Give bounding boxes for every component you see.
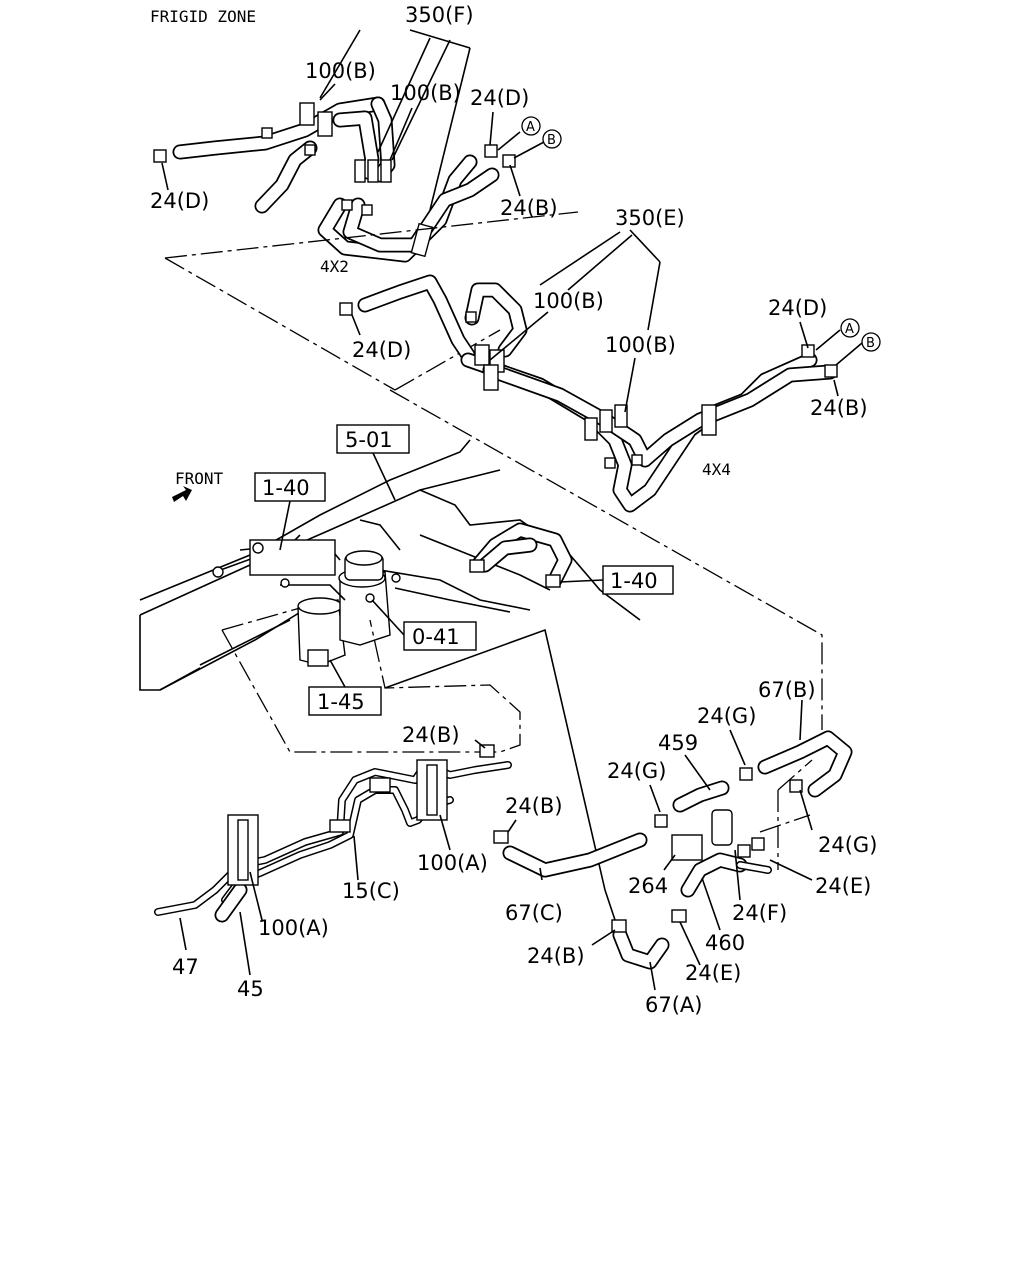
callout-15-c: 15(C) <box>342 879 400 903</box>
callout-24-d-4: 24(D) <box>352 338 411 362</box>
svg-text:B: B <box>547 133 556 148</box>
callout-24-d-3: 24(D) <box>768 296 827 320</box>
callout-24-b-4: 24(B) <box>505 794 563 818</box>
bottom-hose-assembly <box>154 730 853 970</box>
callout-100-b-4: 100(B) <box>605 333 676 357</box>
ref-box-5-01 <box>336 424 410 454</box>
callout-47: 47 <box>172 955 199 979</box>
svg-text:1-40: 1-40 <box>610 569 658 593</box>
variant-4x4-label: 4X4 <box>702 460 731 479</box>
ref-box-1-40-right <box>602 565 674 595</box>
callout-100-a-1: 100(A) <box>417 851 488 875</box>
front-label: FRONT <box>175 469 224 488</box>
ref-box-1-40-left <box>254 472 326 502</box>
svg-text:5-01: 5-01 <box>345 428 393 452</box>
callout-24-g-2: 24(G) <box>607 759 666 783</box>
svg-text:0-41: 0-41 <box>412 625 460 649</box>
callout-100-b-3: 100(B) <box>533 289 604 313</box>
svg-text:A: A <box>526 120 535 135</box>
zone-title: FRIGID ZONE <box>150 7 256 26</box>
callout-24-b-5: 24(B) <box>527 944 585 968</box>
connector-a-icon-2 <box>840 318 860 338</box>
hose-assembly-4x4 <box>339 274 838 513</box>
callout-24-g-1: 24(G) <box>697 704 756 728</box>
callout-24-e-1: 24(E) <box>815 874 871 898</box>
callout-24-e-2: 24(E) <box>685 961 741 985</box>
connector-a-icon <box>521 116 541 136</box>
hose-assembly-4x2 <box>153 96 516 263</box>
callout-350-f: 350(F) <box>405 3 474 27</box>
connector-b-icon-2 <box>861 332 881 352</box>
callout-24-b-2: 24(B) <box>810 396 868 420</box>
ref-box-0-41 <box>403 621 477 651</box>
variant-4x2-label: 4X2 <box>320 257 349 276</box>
callout-24-b-3: 24(B) <box>402 723 460 747</box>
ref-box-1-45 <box>308 686 382 716</box>
svg-text:1-40: 1-40 <box>262 476 310 500</box>
svg-text:B: B <box>866 336 875 351</box>
svg-text:1-45: 1-45 <box>317 690 365 714</box>
callout-264: 264 <box>628 874 668 898</box>
frame-and-filter <box>139 439 641 691</box>
callout-24-g-3: 24(G) <box>818 833 877 857</box>
callout-45: 45 <box>237 977 264 1001</box>
callout-100-b-1: 100(B) <box>305 59 376 83</box>
callout-67-c: 67(C) <box>505 901 563 925</box>
callout-350-e: 350(E) <box>615 206 685 230</box>
front-arrow-icon <box>172 486 192 502</box>
callout-24-b-1: 24(B) <box>500 196 558 220</box>
callout-67-b: 67(B) <box>758 678 816 702</box>
callout-100-b-2: 100(B) <box>390 81 461 105</box>
callout-24-d-1: 24(D) <box>470 86 529 110</box>
callout-460: 460 <box>705 931 745 955</box>
svg-text:A: A <box>845 322 854 337</box>
callout-67-a: 67(A) <box>645 993 702 1017</box>
callout-459: 459 <box>658 731 698 755</box>
callout-24-d-2: 24(D) <box>150 189 209 213</box>
callout-24-f: 24(F) <box>732 901 787 925</box>
callout-100-a-2: 100(A) <box>258 916 329 940</box>
connector-b-icon <box>542 129 562 149</box>
